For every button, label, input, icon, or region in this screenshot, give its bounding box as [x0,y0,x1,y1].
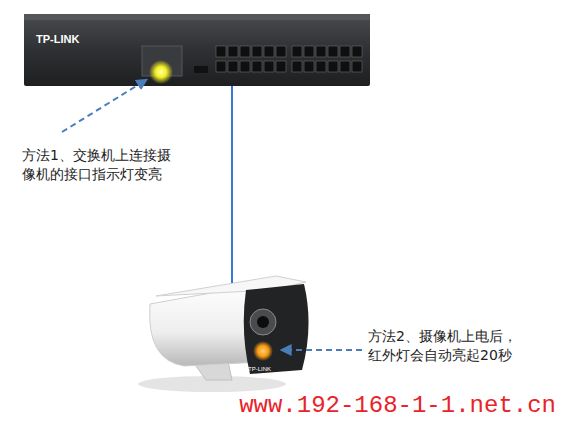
camera-lens [250,309,276,335]
leader-arrow [62,80,146,132]
switch-port [252,46,262,57]
switch-port [216,61,226,72]
switch-port [228,61,238,72]
switch-port [328,61,338,72]
switch-port [340,61,350,72]
switch-port [340,46,350,57]
switch-port [216,46,226,57]
switch-illustration [24,14,370,86]
switch-port [276,46,286,57]
switch-top-edge [24,14,370,20]
brand-logo-text: TP-LINK [248,366,271,372]
switch-port [264,61,274,72]
switch-port [240,61,250,72]
switch-port [328,46,338,57]
switch-port [252,61,262,72]
camera-front [244,284,309,374]
switch-port [276,61,286,72]
infrared-light [253,341,273,361]
switch-port [304,46,314,57]
switch-port [292,61,302,72]
switch-port [352,46,362,57]
switch-port [228,46,238,57]
switch-body [24,14,370,86]
switch-node: TP-LINK [28,14,366,86]
network-cable [231,86,233,283]
brand-logo-text: TP-LINK [36,34,79,45]
switch-port [264,46,274,57]
switch-port [352,61,362,72]
switch-port [316,61,326,72]
switch-port [316,46,326,57]
callout-text: 方法1、交换机上连接摄像机的接口指示灯变亮 [22,146,180,184]
port-group [216,46,362,72]
switch-port [240,46,250,57]
leader-arrow [282,349,362,351]
camera-illustration [138,276,309,392]
console-port [194,66,208,73]
watermark: www.192-168-1-1.net.cn [239,392,556,420]
camera-node: TP-LINK [146,283,312,378]
indicator-light [149,60,173,84]
switch-port [304,61,314,72]
switch-port [292,46,302,57]
callout-text: 方法2、摄像机上电后，红外灯会自动亮起20秒 [368,327,526,365]
camera-lens-core [257,316,269,328]
